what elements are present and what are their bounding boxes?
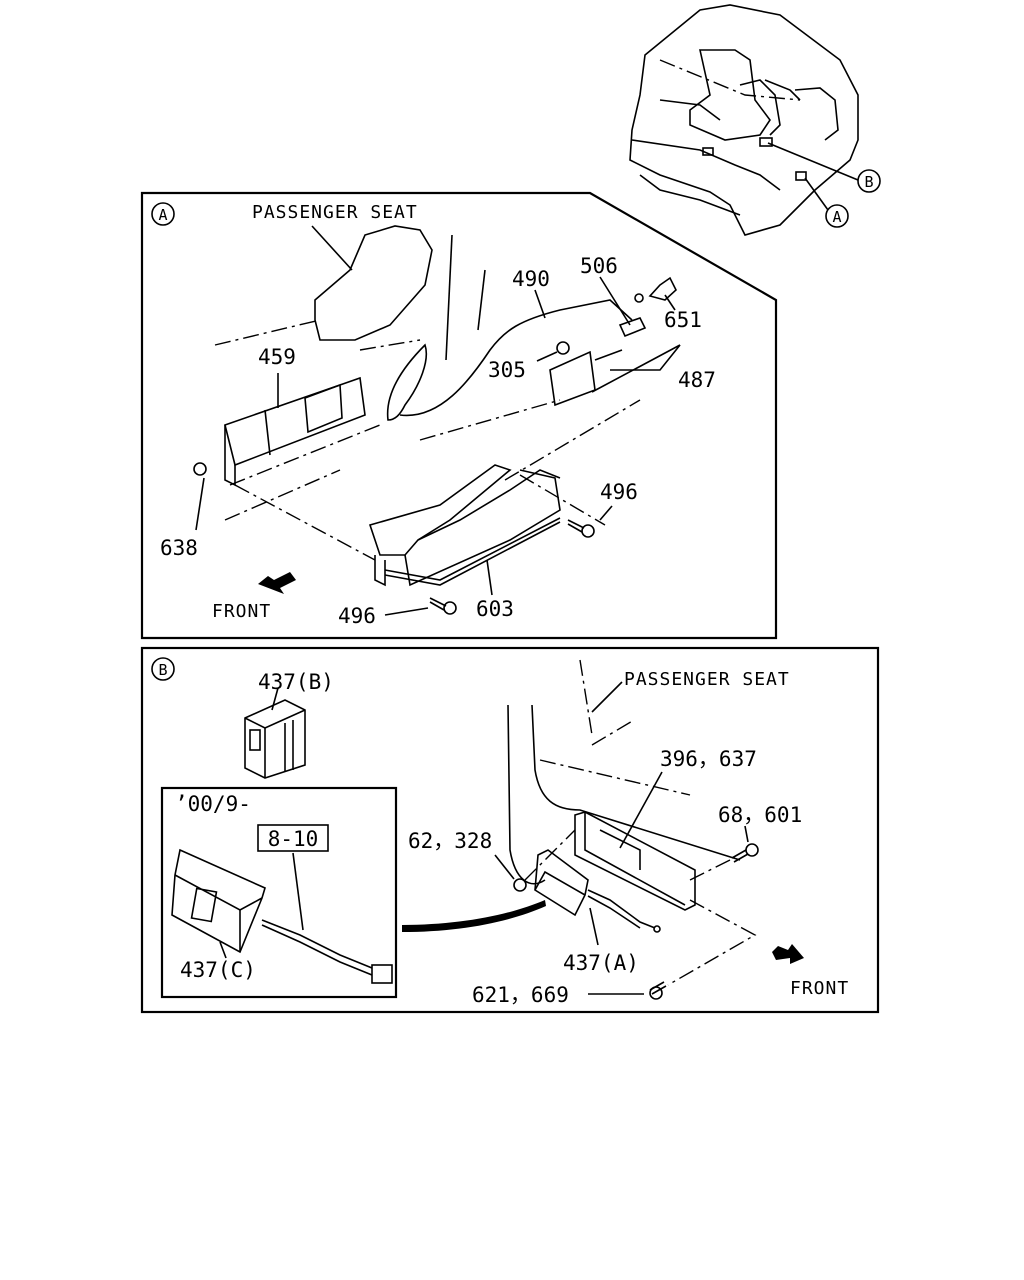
panel-b-front-arrow [772,944,804,964]
label-487: 487 [678,368,716,392]
label-490: 490 [512,267,550,291]
cab-overview: B A [629,4,881,236]
panel-b-seat-caption: PASSENGER SEAT [624,669,790,690]
label-62-328: 62，328 [408,829,492,853]
panel-a-seat-caption: PASSENGER SEAT [252,202,418,223]
label-437a: 437(A) [563,951,639,975]
label-437b: 437(B) [258,670,334,694]
label-496-top: 496 [600,480,638,504]
inset-date-label: ’00/9- [175,792,251,816]
label-506: 506 [580,254,618,278]
panel-a-marker: A [158,206,167,224]
label-305: 305 [488,358,526,382]
overview-marker-b: B [864,173,873,191]
label-638: 638 [160,536,198,560]
overview-marker-a: A [832,208,841,226]
label-496-bottom: 496 [338,604,376,628]
panel-b-front-label: FRONT [790,978,849,999]
panel-b-marker: B [158,661,167,679]
inset-ref-box: 8-10 [268,827,319,851]
label-459: 459 [258,345,296,369]
label-603: 603 [476,597,514,621]
panel-a: A PASSENGER SEAT 459 638 490 506 [140,191,778,640]
panel-a-front-arrow [258,572,296,594]
label-437c: 437(C) [180,958,256,982]
label-621-669: 621，669 [472,983,569,1007]
panel-a-front-label: FRONT [212,601,271,622]
label-651: 651 [664,308,702,332]
inset-box [160,786,398,999]
label-68-601: 68，601 [718,803,802,827]
panel-b: B 437(B) ’00/9- 8-10 437(C) PASSENGER SE… [140,646,880,1014]
label-396-637: 396，637 [660,747,757,771]
